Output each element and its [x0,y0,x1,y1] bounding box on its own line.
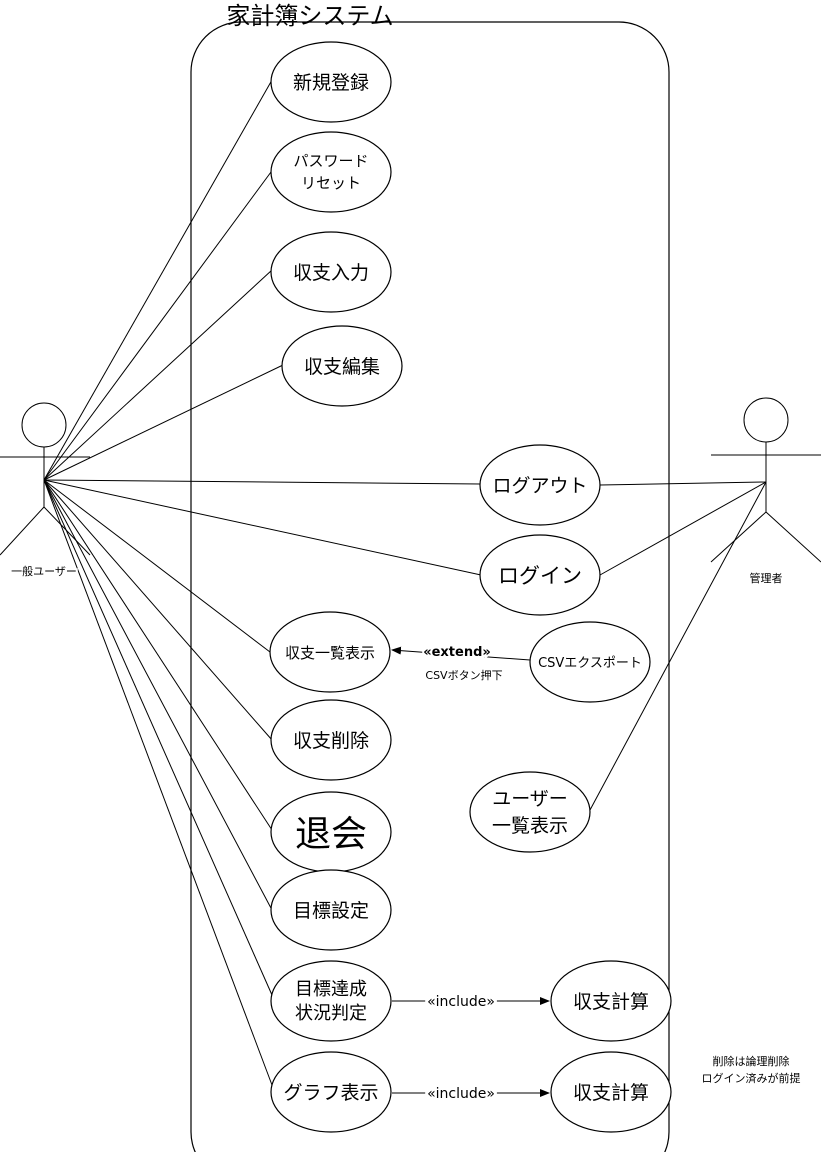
use-case-label: 収支一覧表示 [285,644,375,662]
use-case-label-line1: 目標達成 [295,979,367,1000]
use-case-input[interactable]: 収支入力 [270,231,392,313]
use-case-login[interactable]: ログイン [479,534,601,616]
include-stereotype-1: «include» [427,994,495,1010]
use-case-label: 収支入力 [293,262,369,284]
actor-label: 一般ユーザー [11,565,77,578]
use-case-label: 収支計算 [573,991,649,1013]
admin-associations [589,481,767,811]
actor-admin[interactable]: 管理者 [710,397,821,585]
use-case-calc-1[interactable]: 収支計算 [550,960,672,1042]
actor-user[interactable]: 一般ユーザー [0,402,91,580]
use-case-password-reset[interactable]: パスワード リセット [270,131,392,213]
use-case-signup[interactable]: 新規登録 [270,41,392,123]
use-case-withdraw[interactable]: 退会 [270,791,392,873]
actor-head [743,397,789,443]
note-line2: ログイン済みが前提 [702,1071,801,1085]
use-case-label: 収支削除 [293,730,369,752]
use-case-label-line1: パスワード [293,152,368,170]
actor-head [21,402,67,448]
use-case-graph[interactable]: グラフ表示 [270,1051,392,1133]
use-case-label-line2: 状況判定 [295,1003,367,1024]
use-case-label-line1: ユーザー [492,788,568,810]
use-case-label: ログイン [498,564,582,588]
system-title: 家計簿システム [226,2,393,30]
use-case-csv-export[interactable]: CSVエクスポート [529,621,651,703]
use-case-label: 目標設定 [293,900,369,922]
use-case-calc-2[interactable]: 収支計算 [550,1051,672,1133]
use-case-delete[interactable]: 収支削除 [270,699,392,781]
use-case-label: ログアウト [492,475,587,497]
use-case-edit[interactable]: 収支編集 [281,325,403,407]
use-case-label: 収支編集 [304,356,380,378]
use-case-label-line2: リセット [301,174,361,192]
extend-arrow [391,646,531,661]
use-case-list[interactable]: 収支一覧表示 [269,611,391,693]
extend-condition: CSVボタン押下 [425,668,502,682]
system-boundary [190,21,670,1152]
user-associations [43,79,482,1086]
use-case-goal-judge[interactable]: 目標達成 状況判定 [270,960,392,1042]
use-case-label: 新規登録 [293,72,369,94]
include-stereotype-2: «include» [427,1086,495,1102]
note-line1: 削除は論理削除 [713,1054,790,1068]
use-case-goal-setting[interactable]: 目標設定 [270,869,392,951]
use-case-label: CSVエクスポート [538,656,642,671]
use-case-label: 退会 [295,814,367,855]
actor-label: 管理者 [750,571,783,585]
use-case-label: グラフ表示 [283,1082,378,1104]
extend-stereotype: «extend» [423,645,491,660]
use-case-user-list[interactable]: ユーザー 一覧表示 [469,771,591,853]
use-case-logout[interactable]: ログアウト [479,444,601,526]
note: 削除は論理削除 ログイン済みが前提 [702,1054,801,1085]
use-case-label-line2: 一覧表示 [492,815,568,837]
use-case-label: 収支計算 [573,1082,649,1104]
